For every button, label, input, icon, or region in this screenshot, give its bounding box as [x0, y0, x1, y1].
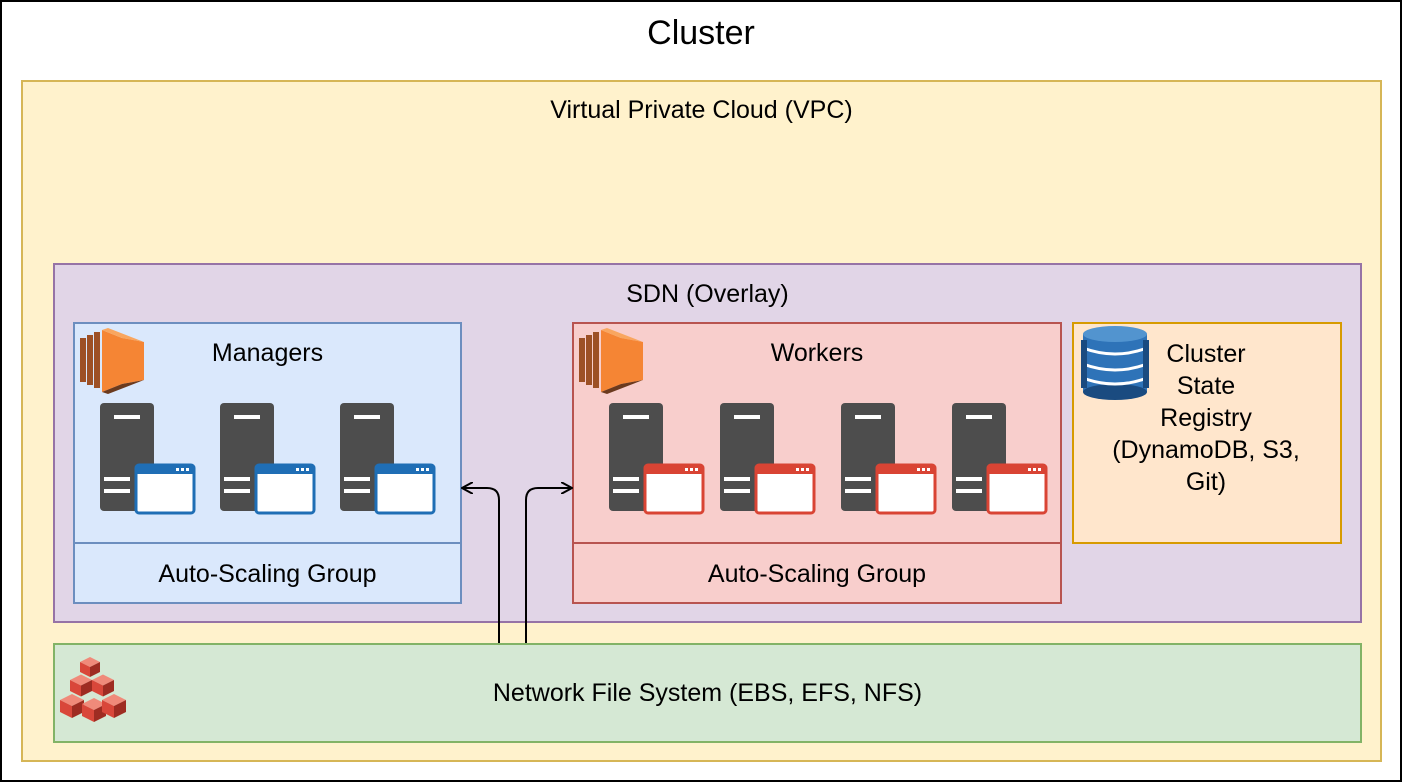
managers-auto-scaling-label: Auto-Scaling Group — [158, 560, 377, 588]
worker-server-icon — [609, 403, 705, 515]
registry-line: State — [1176, 372, 1236, 400]
registry-line: Cluster — [1166, 340, 1246, 368]
storage-blocks-icon — [60, 657, 126, 722]
worker-server-icon — [720, 403, 816, 515]
worker-server-icon — [952, 403, 1048, 515]
managers-title: Managers — [211, 339, 324, 367]
manager-server-icon — [100, 403, 196, 515]
workers-title: Workers — [770, 339, 864, 367]
manager-server-icon — [220, 403, 316, 515]
nfs-title: Network File System (EBS, EFS, NFS) — [492, 679, 923, 707]
workers-ec2-icon — [579, 328, 643, 394]
managers-divider — [73, 542, 462, 544]
manager-server-icon — [340, 403, 436, 515]
workers-divider — [572, 542, 1062, 544]
registry-line: Git) — [1185, 468, 1227, 496]
sdn-title: SDN (Overlay) — [626, 280, 789, 308]
worker-server-icon — [841, 403, 937, 515]
nfs-to-managers-connector — [463, 488, 500, 643]
managers-ec2-icon — [80, 328, 144, 394]
workers-auto-scaling-label: Auto-Scaling Group — [707, 560, 927, 588]
network-file-system — [53, 643, 1362, 743]
registry-line: Registry — [1160, 404, 1252, 432]
dynamodb-icon — [1081, 326, 1149, 400]
cluster-title: Cluster — [647, 14, 755, 52]
vpc-title: Virtual Private Cloud (VPC) — [550, 96, 853, 124]
nfs-to-workers-connector — [525, 488, 571, 643]
registry-line: (DynamoDB, S3, — [1112, 436, 1300, 464]
